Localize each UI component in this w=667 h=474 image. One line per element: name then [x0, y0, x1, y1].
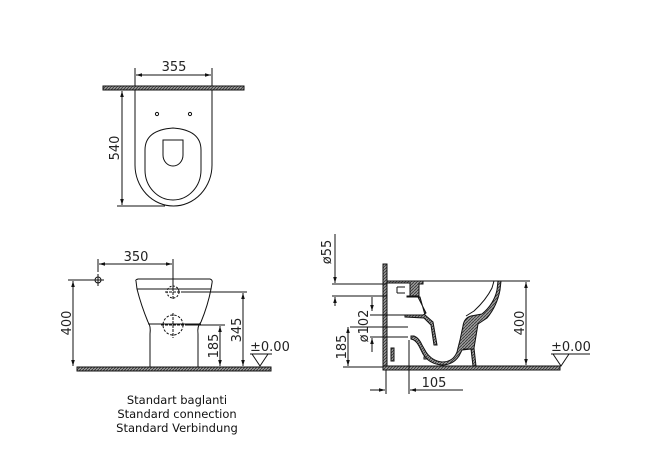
side-inlet-dia-dim: ø55 [320, 240, 335, 265]
hinge-hole [187, 111, 193, 117]
bowl-opening [162, 139, 184, 167]
bowl-outline [134, 90, 213, 207]
front-inlet-height-dim: 345 [230, 318, 245, 343]
caption-line-de: Standard Verbindung [116, 421, 238, 435]
wall-hatch [102, 85, 245, 91]
front-height-dim: 400 [60, 311, 75, 336]
floor-hatch [382, 365, 561, 371]
side-bowl-section [410, 280, 502, 367]
side-floor-level: ±0.00 [551, 340, 591, 355]
front-outlet-height-dim: 185 [207, 334, 222, 359]
top-depth-dim: 540 [108, 136, 123, 161]
side-inlet-section [386, 280, 438, 346]
side-view: ø55 ø102 185 400 ±0.00 105 [320, 234, 591, 394]
side-wall-offset-dim: 105 [422, 376, 447, 391]
top-view: 355 540 [102, 60, 245, 207]
side-outlet-dia-dim: ø102 [357, 310, 372, 343]
front-floor-level: ±0.00 [250, 340, 290, 355]
caption-line-en: Standard connection [117, 407, 236, 421]
side-height-dim: 400 [513, 311, 528, 336]
seat-outline [144, 127, 202, 201]
side-outlet-height-dim: 185 [335, 335, 350, 360]
caption-line-tr: Standart baglanti [127, 393, 227, 407]
floor-hatch [76, 366, 272, 372]
front-view: 350 400 185 345 ±0.00 [60, 250, 290, 372]
hinge-hole [154, 111, 160, 117]
caption: Standart baglanti Standard connection St… [116, 393, 238, 435]
front-offset-dim: 350 [124, 250, 149, 265]
top-width-dim: 355 [162, 60, 187, 75]
